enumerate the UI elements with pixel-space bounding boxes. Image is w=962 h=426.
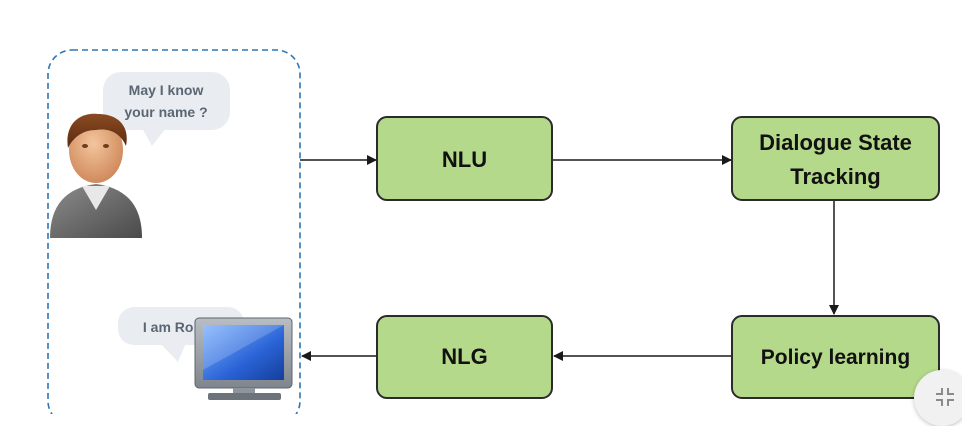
user-speech-bubble: May I know your name ?	[103, 72, 230, 146]
dst-box: Dialogue State Tracking	[731, 116, 940, 201]
monitor-icon	[194, 317, 293, 400]
collapse-button[interactable]	[914, 370, 962, 426]
nlg-box: NLG	[376, 315, 553, 399]
nlu-box: NLU	[376, 116, 553, 201]
nlg-label: NLG	[441, 344, 487, 369]
policy-box: Policy learning	[731, 315, 940, 399]
dialogue-system-diagram: May I know your name ? I am Robot. NLU D	[47, 49, 940, 414]
nlu-label: NLU	[442, 147, 487, 172]
user-bubble-line1: May I know	[129, 82, 204, 98]
policy-label: Policy learning	[761, 346, 910, 369]
user-bubble-line2: your name ?	[124, 104, 207, 120]
dst-label-line1: Dialogue State	[759, 130, 912, 155]
dialogue-panel	[47, 49, 301, 414]
dst-label-line2: Tracking	[790, 164, 880, 189]
collapse-icon	[936, 388, 954, 406]
user-avatar-icon	[50, 113, 142, 238]
